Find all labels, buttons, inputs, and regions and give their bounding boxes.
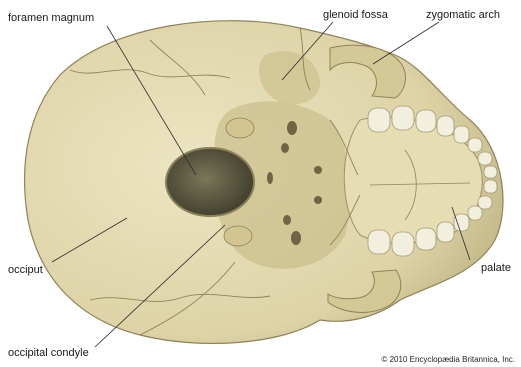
occipital-condyle-lower	[224, 226, 252, 246]
occipital-condyle-upper	[226, 118, 254, 138]
label-palate: palate	[481, 262, 511, 275]
copyright-credit: © 2010 Encyclopædia Britannica, Inc.	[381, 355, 515, 364]
label-zygomatic-arch: zygomatic arch	[426, 9, 500, 22]
label-occipital-condyle: occipital condyle	[8, 347, 89, 360]
foramen-magnum	[166, 148, 254, 216]
label-glenoid-fossa: glenoid fossa	[323, 9, 388, 22]
label-occiput: occiput	[8, 264, 43, 277]
label-foramen-magnum: foramen magnum	[8, 12, 94, 25]
